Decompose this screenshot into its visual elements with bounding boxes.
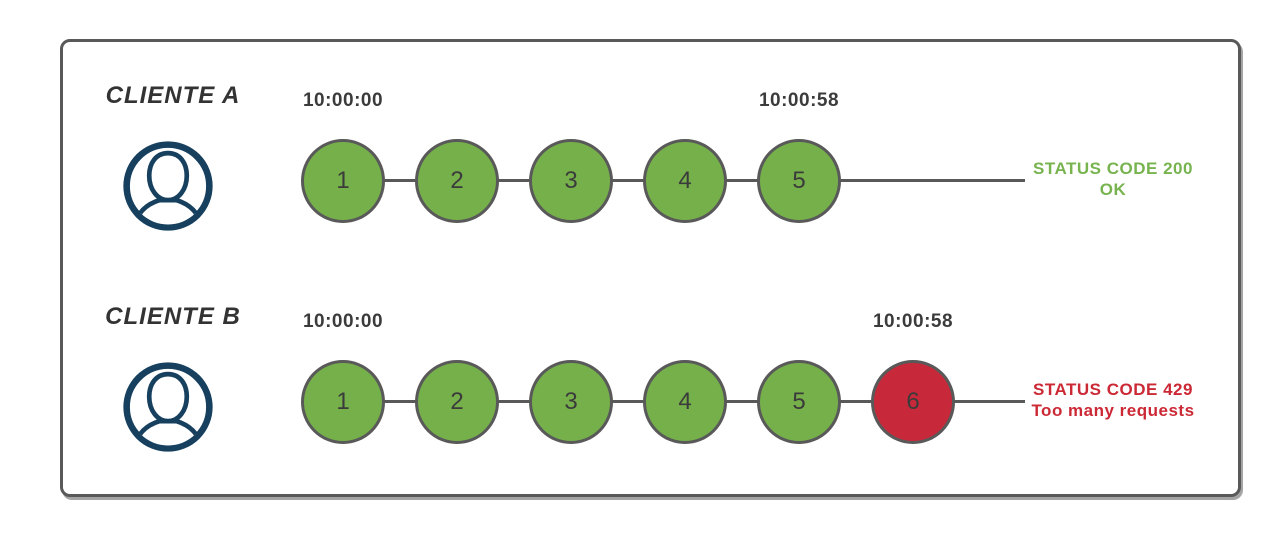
request-circle: 4 <box>643 360 727 444</box>
status-detail-text: OK <box>1099 180 1127 199</box>
request-circle: 4 <box>643 139 727 223</box>
status-detail-text: Too many requests <box>1031 401 1195 420</box>
status-message: STATUS CODE 200 OK <box>993 158 1233 200</box>
request-circle: 1 <box>301 360 385 444</box>
request-circle: 2 <box>415 360 499 444</box>
end-time-label: 10:00:58 <box>758 90 840 111</box>
request-circle: 5 <box>757 139 841 223</box>
start-time-label: 10:00:00 <box>302 311 384 332</box>
request-circle: 2 <box>415 139 499 223</box>
request-circle: 3 <box>529 139 613 223</box>
user-avatar-icon <box>121 139 215 233</box>
client-b-label: CLIENTE B <box>105 303 241 330</box>
status-message: STATUS CODE 429 Too many requests <box>993 379 1233 421</box>
request-circle: 5 <box>757 360 841 444</box>
end-time-label: 10:00:58 <box>872 311 954 332</box>
request-circle: 3 <box>529 360 613 444</box>
request-circle: 1 <box>301 139 385 223</box>
user-avatar-icon <box>121 360 215 454</box>
status-code-text: STATUS CODE 429 <box>1033 380 1193 399</box>
request-circle: 6 <box>871 360 955 444</box>
start-time-label: 10:00:00 <box>302 90 384 111</box>
client-a-label: CLIENTE A <box>105 82 241 109</box>
status-code-text: STATUS CODE 200 <box>1033 159 1193 178</box>
